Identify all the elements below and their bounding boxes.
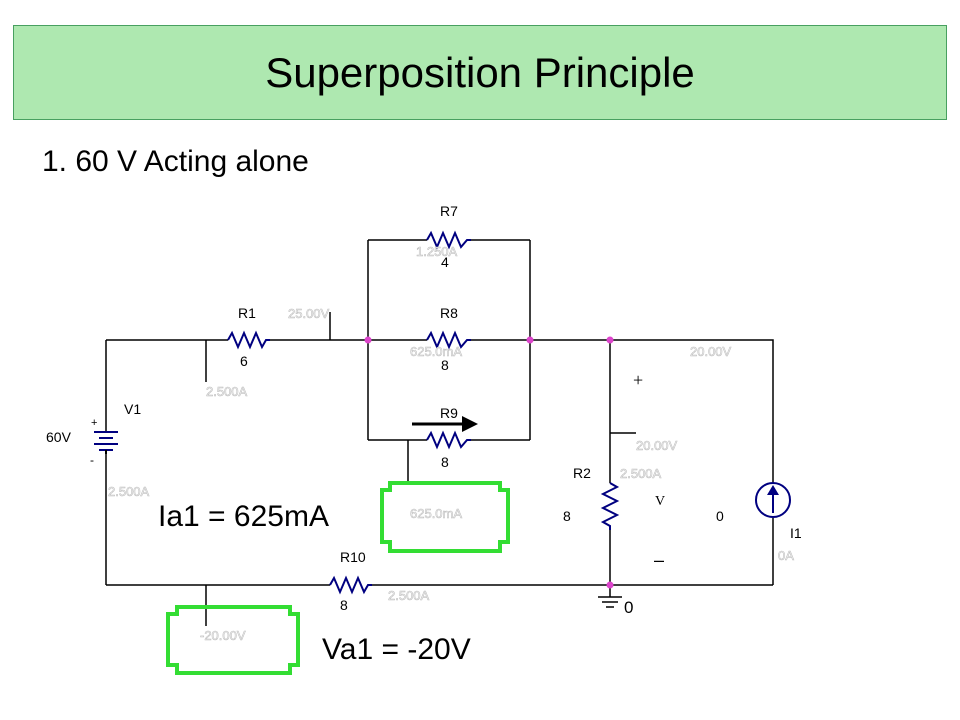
r10-name: R10 (340, 549, 366, 565)
current-result-label: Ia1 = 625mA (158, 500, 329, 533)
i1-name: I1 (790, 525, 802, 541)
source-value-label: 60V (46, 429, 72, 445)
r9-name: R9 (440, 405, 458, 421)
resistor-r8 (426, 330, 471, 350)
current-source-symbol (755, 482, 791, 518)
ghost-r1-current: 2.500A (206, 384, 248, 399)
ghost-r2-node-voltage: 20.00V (636, 438, 678, 453)
node-dot-r2-top (606, 336, 614, 344)
ground-label: 0 (624, 598, 633, 617)
r8-value: 8 (441, 357, 449, 373)
ghost-r2-current: 2.500A (620, 466, 662, 481)
voltage-result-label: Va1 = -20V (322, 633, 471, 666)
r2-value: 8 (563, 508, 571, 524)
battery-symbol (94, 431, 118, 454)
resistor-r9 (426, 430, 471, 450)
resistor-r7 (426, 230, 471, 250)
r7-name: R7 (440, 203, 458, 219)
node-dot-ground (606, 581, 614, 589)
source-name-label: V1 (124, 401, 141, 417)
node-dot-left (364, 336, 372, 344)
ghost-right-node-voltage: 20.00V (690, 344, 732, 359)
ghost-source-current: 2.500A (108, 484, 150, 499)
r1-name: R1 (238, 305, 256, 321)
source-plus-label: + (91, 417, 97, 429)
plus-sign: + (633, 370, 643, 390)
r2-name: R2 (573, 465, 591, 481)
r7-value: 4 (441, 254, 449, 270)
ghost-bottom-node-voltage: -20.00V (200, 628, 246, 643)
i1-value: 0 (716, 508, 724, 524)
wires (105, 239, 774, 626)
title-box: Superposition Principle (13, 25, 947, 120)
current-arrow (412, 416, 478, 432)
ghost-i1-current: 0A (778, 548, 794, 563)
highlight-box-voltage (166, 605, 300, 675)
ghost-r7-current: 1.250A (416, 244, 458, 259)
minus-sign: – (654, 550, 664, 570)
ghost-r9-current: 625.0mA (410, 506, 462, 521)
highlight-box-current (380, 481, 510, 553)
r10-value: 8 (340, 597, 348, 613)
ghost-r8-current: 625.0mA (410, 344, 462, 359)
voltage-symbol: V (655, 494, 665, 509)
r8-name: R8 (440, 305, 458, 321)
r1-value: 6 (240, 353, 248, 369)
resistor-r2 (600, 482, 620, 530)
ghost-node-voltage-top: 25.00V (288, 306, 330, 321)
node-dot-right (526, 336, 534, 344)
slide-subtitle: 1. 60 V Acting alone (42, 145, 309, 178)
ghost-r10-current: 2.500A (388, 588, 430, 603)
resistor-r1 (227, 330, 270, 350)
resistor-r10 (329, 575, 372, 595)
slide-title: Superposition Principle (265, 48, 695, 96)
r9-value: 8 (441, 454, 449, 470)
wire-top-right (530, 339, 774, 483)
source-minus-label: - (90, 453, 94, 467)
